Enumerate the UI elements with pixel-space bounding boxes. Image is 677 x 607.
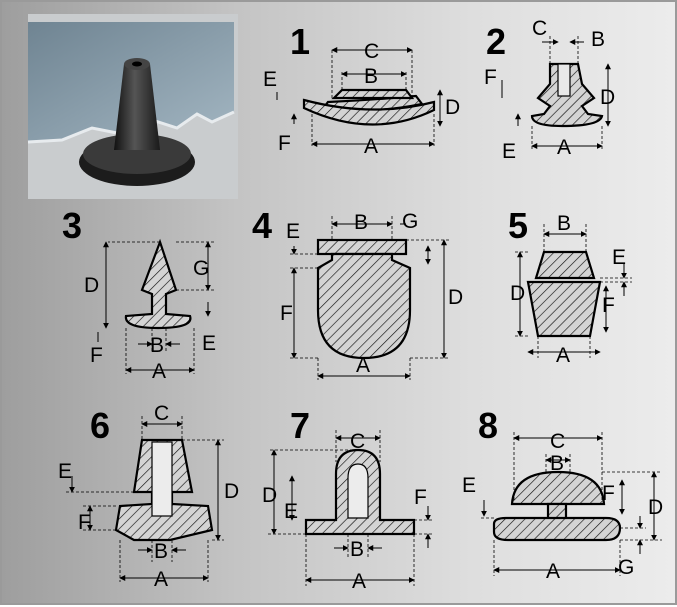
panel-6-label-b: B — [154, 540, 168, 563]
panel-6-label-c: C — [154, 402, 169, 425]
panel-1-number: 1 — [290, 21, 310, 62]
panel-4-label-a: A — [356, 354, 370, 377]
panel-7-label-f: F — [414, 486, 427, 509]
panel-3-label-d: D — [84, 274, 99, 297]
panel-6-label-d: D — [224, 480, 239, 503]
panel-2-number: 2 — [486, 21, 506, 62]
panel-7-label-a: A — [352, 570, 366, 593]
panel-2-label-b: B — [591, 28, 605, 51]
panel-8-label-e: E — [462, 474, 476, 497]
panel-8: 8 C B E F D G A — [462, 405, 663, 583]
panel-5-label-f: F — [602, 294, 615, 317]
panel-2-label-f: F — [484, 66, 497, 89]
panel-6-label-a: A — [154, 568, 168, 591]
panel-5-label-b: B — [557, 212, 571, 235]
panel-4-number: 4 — [252, 205, 272, 246]
panel-1-label-d: D — [445, 96, 460, 119]
panel-5: 5 B E D F A — [508, 205, 632, 367]
panel-8-number: 8 — [478, 405, 498, 446]
panel-4-label-e: E — [286, 220, 300, 243]
panel-1-label-e: E — [263, 68, 277, 91]
panel-3-label-g: G — [193, 257, 209, 280]
panel-2: 2 C B A D E F — [484, 17, 615, 163]
panel-4: 4 B G E F D A — [252, 205, 463, 380]
panel-7-number: 7 — [290, 405, 310, 446]
panel-8-label-a: A — [546, 560, 560, 583]
panel-7-label-c: C — [350, 430, 365, 453]
panel-8-label-f: F — [602, 482, 615, 505]
panel-5-number: 5 — [508, 205, 528, 246]
panel-4-label-f: F — [280, 302, 293, 325]
panel-4-label-d: D — [448, 286, 463, 309]
panel-1-label-a: A — [364, 135, 378, 158]
panel-2-label-d: D — [600, 86, 615, 109]
panel-8-label-b: B — [550, 452, 564, 475]
panel-3-number: 3 — [62, 205, 82, 246]
panel-6: 6 C D E F B A — [58, 402, 239, 591]
panel-8-label-d: D — [648, 496, 663, 519]
panel-3-label-b: B — [150, 334, 164, 357]
panel-7-label-b: B — [350, 538, 364, 561]
panel-1-label-b: B — [364, 65, 378, 88]
panel-8-label-c: C — [550, 430, 565, 453]
panel-2-label-a: A — [557, 136, 571, 159]
panel-3-label-a: A — [152, 360, 166, 383]
panel-3-label-e: E — [202, 332, 216, 355]
panel-6-label-f: F — [78, 511, 91, 534]
panel-1-label-c: C — [364, 40, 379, 63]
panel-7-label-e: E — [284, 500, 298, 523]
panel-4-label-g: G — [402, 210, 418, 233]
panel-7: 7 C D E F B A — [262, 405, 434, 593]
panel-2-label-e: E — [502, 140, 516, 163]
panel-6-label-e: E — [58, 460, 72, 483]
panel-8-label-g: G — [618, 556, 634, 579]
panel-3-label-f: F — [90, 344, 103, 367]
panel-2-label-c: C — [532, 17, 547, 40]
panel-5-label-e: E — [612, 246, 626, 269]
bumper-photo — [27, 14, 238, 199]
panel-1-label-f: F — [278, 132, 291, 155]
panel-5-label-a: A — [556, 344, 570, 367]
panel-4-label-b: B — [354, 211, 368, 234]
panel-3: 3 G D B A E F — [62, 205, 216, 383]
panel-5-label-d: D — [510, 282, 525, 305]
panel-7-label-d: D — [262, 484, 277, 507]
panel-6-number: 6 — [90, 405, 110, 446]
panel-1: 1 C B A D E F — [263, 21, 460, 158]
